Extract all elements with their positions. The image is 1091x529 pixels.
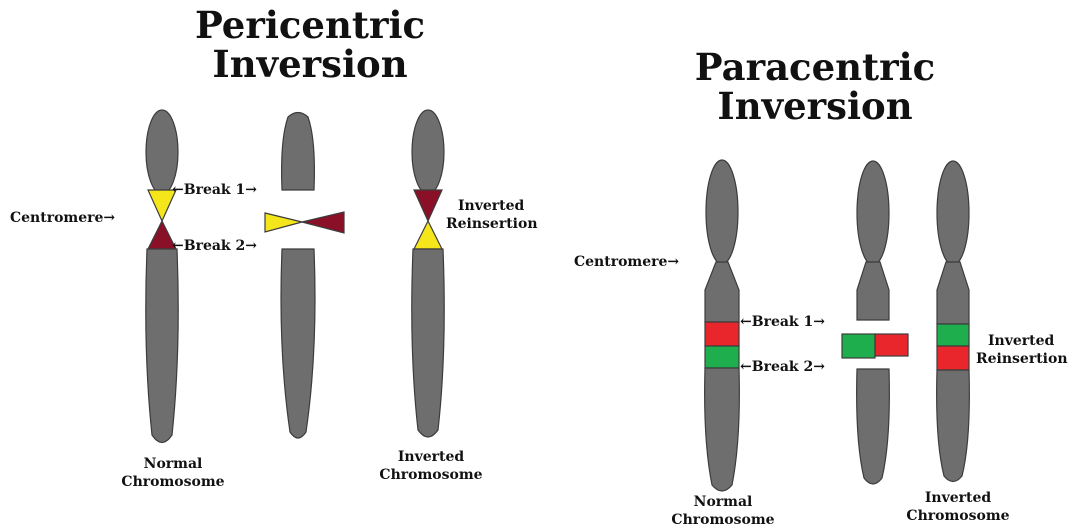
pericentric-centromere-label: Centromere→: [10, 210, 115, 226]
broken-lower-fragment: [281, 249, 315, 438]
paracentric-normal-chromosome: [705, 160, 740, 491]
paracentric-inverted-caption-line1: Inverted: [883, 489, 1033, 507]
paracentric-inverted-chromosome: [937, 161, 970, 482]
para-inverted-green-segment: [937, 324, 969, 346]
excised-yellow-segment: [265, 213, 302, 232]
paracentric-break1-label: ←Break 1→: [740, 314, 825, 330]
para-excised-red-segment: [875, 334, 908, 356]
paracentric-reinsertion-label: Inverted Reinsertion: [976, 333, 1068, 368]
paracentric-normal-caption-line2: Chromosome: [648, 511, 798, 529]
normal-lower-arm: [146, 249, 178, 443]
inverted-upper-arm: [412, 110, 444, 194]
inverted-maroon-segment: [414, 190, 442, 221]
paracentric-centromere-label: Centromere→: [574, 254, 679, 270]
broken-upper-fragment: [282, 113, 315, 191]
pericentric-normal-chromosome: [146, 110, 178, 443]
paracentric-reinsertion-line1: Inverted: [976, 333, 1068, 351]
paracentric-reinsertion-line2: Reinsertion: [976, 351, 1068, 369]
para-excised-green-segment: [842, 334, 875, 358]
para-broken-lower-fragment: [857, 369, 890, 484]
inverted-yellow-segment: [414, 221, 442, 249]
pericentric-break1-label: ←Break 1→: [172, 182, 257, 198]
pericentric-reinsertion-label: Inverted Reinsertion: [446, 198, 538, 233]
para-normal-red-segment: [705, 322, 739, 346]
paracentric-normal-caption-line1: Normal: [648, 493, 798, 511]
excised-maroon-segment: [302, 212, 344, 233]
paracentric-inverted-caption-line2: Chromosome: [883, 507, 1033, 525]
paracentric-break2-label: ←Break 2→: [740, 359, 825, 375]
pericentric-reinsertion-line2: Reinsertion: [446, 216, 538, 234]
pericentric-normal-caption: Normal Chromosome: [98, 455, 248, 491]
para-normal-green-segment: [705, 346, 739, 368]
paracentric-broken-chromosome: [842, 161, 908, 484]
pericentric-inverted-caption-line1: Inverted: [356, 448, 506, 466]
para-broken-upper-arm: [857, 161, 889, 265]
pericentric-normal-caption-line2: Chromosome: [98, 473, 248, 491]
pericentric-inverted-caption: Inverted Chromosome: [356, 448, 506, 484]
pericentric-inverted-caption-line2: Chromosome: [356, 466, 506, 484]
paracentric-normal-caption: Normal Chromosome: [648, 493, 798, 529]
pericentric-break2-label: ←Break 2→: [172, 238, 257, 254]
inverted-lower-arm: [412, 249, 444, 437]
para-inverted-upper-arm: [937, 161, 969, 265]
para-normal-lower-arm: [705, 368, 740, 491]
para-broken-mid-fragment: [857, 262, 889, 320]
para-inverted-mid-arm: [937, 262, 969, 324]
pericentric-normal-caption-line1: Normal: [98, 455, 248, 473]
pericentric-broken-chromosome: [265, 113, 344, 439]
para-inverted-red-segment: [937, 346, 969, 370]
para-normal-upper-arm: [706, 160, 738, 264]
para-normal-mid-arm: [705, 262, 739, 322]
paracentric-inverted-caption: Inverted Chromosome: [883, 489, 1033, 525]
para-inverted-lower-arm: [937, 370, 970, 482]
pericentric-reinsertion-line1: Inverted: [446, 198, 538, 216]
pericentric-inverted-chromosome: [412, 110, 444, 437]
